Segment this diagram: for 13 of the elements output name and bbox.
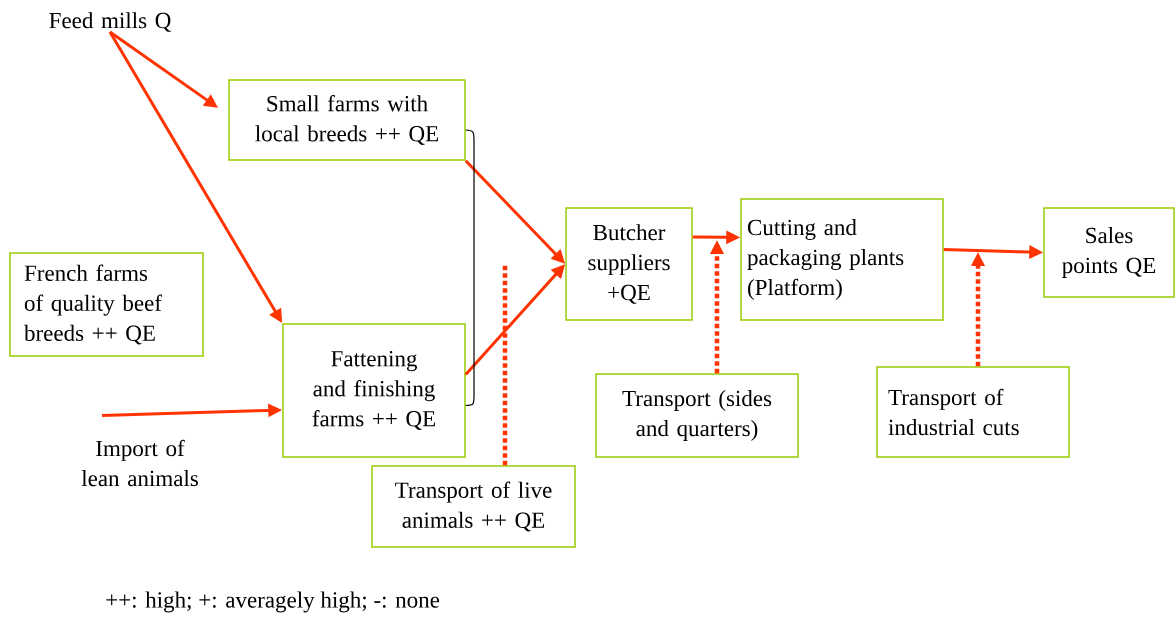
process-box: Transport of industrial cuts	[876, 366, 1070, 458]
dashed-line	[502, 265, 508, 466]
text-label: Import of lean animals	[81, 439, 198, 487]
legend-note: ++: high; +: averagely high; -: none	[106, 591, 440, 613]
text-label: Feed mills Q	[49, 12, 171, 32]
process-box: Transport of live animals ++ QE	[371, 465, 576, 548]
process-box: French farms of quality beef breeds ++ QE	[9, 252, 204, 357]
process-box: Fattening and finishing farms ++ QE	[282, 323, 466, 458]
process-box: Sales points QE	[1043, 207, 1175, 298]
process-box: Transport (sides and quarters)	[595, 373, 799, 458]
process-box: Cutting and packaging plants (Platform)	[740, 198, 944, 321]
process-box: Small farms with local breeds ++ QE	[228, 79, 466, 161]
process-box: Butcher suppliers +QE	[565, 207, 693, 321]
